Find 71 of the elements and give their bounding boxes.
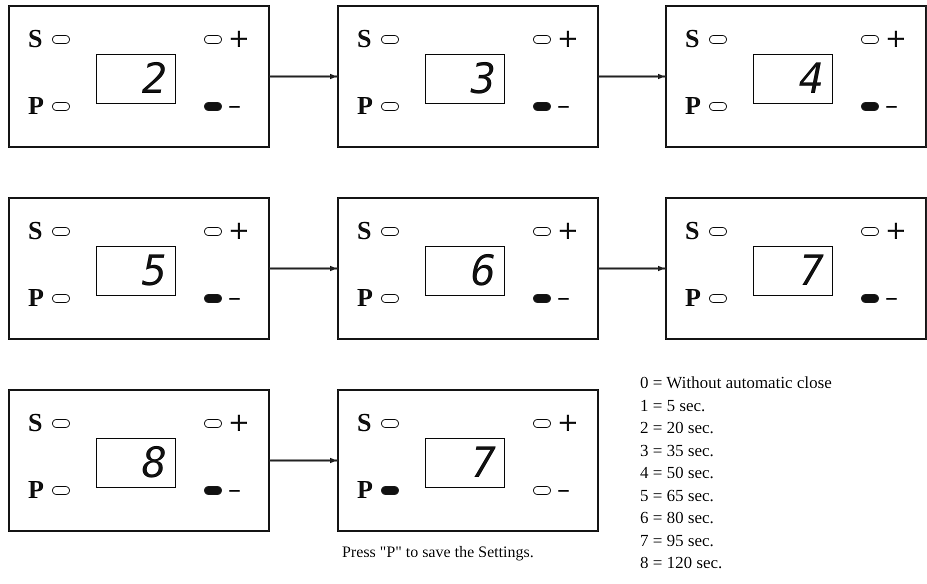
sign-label: +	[228, 25, 250, 53]
legend-note: 1 = 5 sec.	[640, 396, 706, 416]
legend-note: 8 = 120 sec.	[640, 553, 722, 573]
control-panel	[8, 5, 270, 148]
button-label: P	[685, 284, 701, 312]
button-label: S	[685, 217, 700, 245]
sign-label: +	[557, 25, 579, 53]
sign-label: –	[557, 92, 570, 120]
display-screen	[96, 54, 176, 104]
control-panel	[337, 389, 599, 532]
control-panel	[8, 197, 270, 340]
button-label: S	[28, 25, 42, 53]
sign-label: +	[557, 409, 579, 437]
legend-note: 4 = 50 sec.	[640, 463, 714, 483]
legend-note: 5 = 65 sec.	[640, 486, 714, 506]
button-label: S	[28, 217, 42, 245]
display-screen	[753, 246, 833, 296]
arrow	[599, 74, 665, 80]
control-panel	[337, 197, 599, 340]
arrow	[270, 74, 337, 80]
control-panel	[665, 197, 927, 340]
sign-label: +	[557, 217, 579, 245]
display-digit: 2	[142, 56, 167, 102]
display-screen	[96, 246, 176, 296]
button-label: P	[28, 476, 44, 504]
display-screen	[425, 246, 505, 296]
arrow	[599, 266, 665, 272]
display-screen	[96, 438, 176, 488]
display-digit: 5	[142, 248, 167, 294]
button-label: P	[28, 92, 44, 120]
display-digit: 7	[798, 248, 824, 294]
sign-label: –	[228, 476, 241, 504]
display-screen	[425, 438, 505, 488]
button-label: S	[357, 25, 372, 53]
display-digit: 7	[470, 440, 496, 486]
sign-label: +	[885, 25, 907, 53]
legend-note: 2 = 20 sec.	[640, 418, 714, 438]
legend-note: 3 = 35 sec.	[640, 440, 714, 460]
arrow	[270, 458, 337, 464]
button-label: P	[28, 284, 44, 312]
control-panel	[665, 5, 927, 148]
caption-text: Press "P" to save the Settings.	[342, 544, 534, 562]
display-digit: 4	[798, 56, 824, 102]
button-label: S	[28, 409, 42, 437]
button-label: S	[357, 409, 372, 437]
sign-label: +	[228, 409, 250, 437]
display-digit: 3	[470, 56, 496, 102]
sign-label: –	[885, 284, 898, 312]
legend-note: 7 = 95 sec.	[640, 530, 714, 550]
sign-label: –	[885, 92, 898, 120]
sign-label: +	[885, 217, 907, 245]
display-digit: 8	[142, 440, 167, 486]
legend-note: 6 = 80 sec.	[640, 508, 714, 528]
control-panel	[337, 5, 599, 148]
sign-label: –	[557, 476, 570, 504]
sign-label: +	[228, 217, 250, 245]
sign-label: –	[228, 284, 241, 312]
button-label: P	[357, 92, 373, 120]
display-digit: 6	[470, 248, 496, 294]
control-panel	[8, 389, 270, 532]
button-label: P	[357, 284, 373, 312]
button-label: S	[685, 25, 700, 53]
button-label: S	[357, 217, 372, 245]
legend-note: 0 = Without automatic close	[640, 373, 832, 393]
sign-label: –	[557, 284, 570, 312]
arrow	[270, 266, 337, 272]
sign-label: –	[228, 92, 241, 120]
display-screen	[425, 54, 505, 104]
button-label: P	[685, 92, 701, 120]
display-screen	[753, 54, 833, 104]
button-label: P	[357, 476, 373, 504]
